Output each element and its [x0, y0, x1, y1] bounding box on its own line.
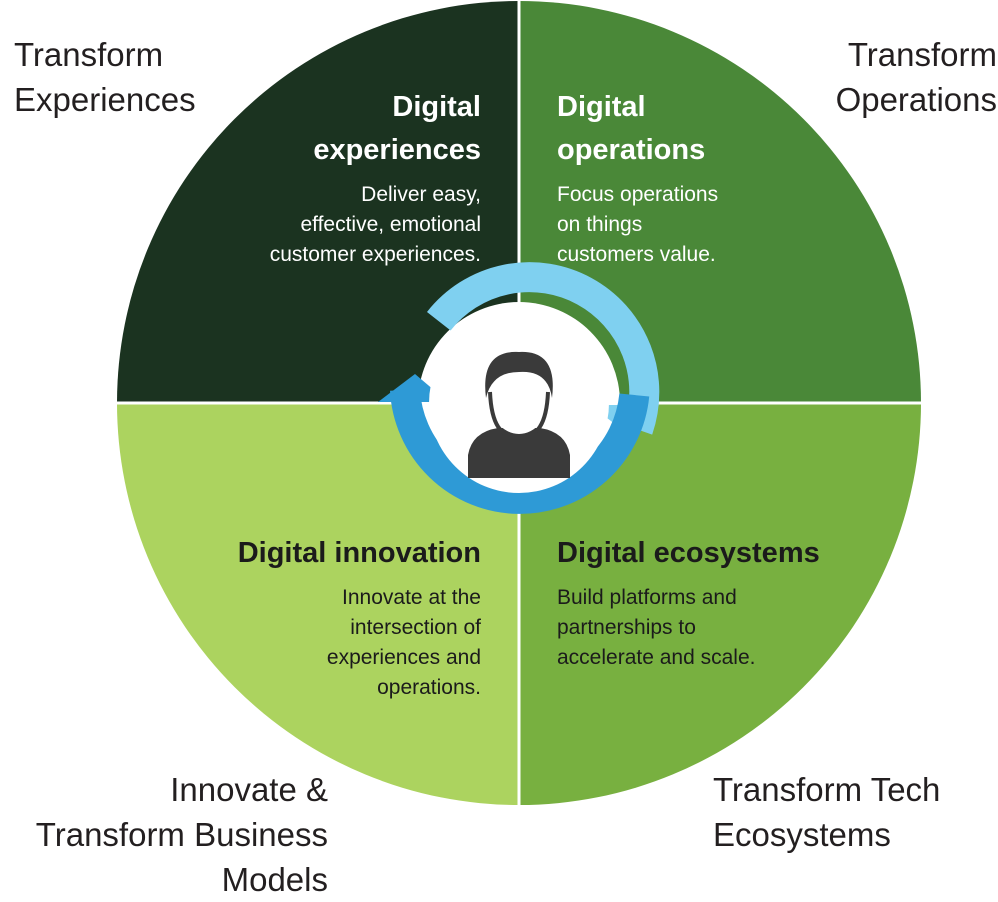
quadrant-description: Deliver easy, effective, emotional custo… — [269, 183, 481, 266]
quadrant-ecosystems-shape — [519, 403, 921, 805]
quadrant-title: Digital operations — [557, 91, 706, 166]
corner-label-transform-tech-ecosystems: Transform Tech Ecosystems — [713, 771, 941, 853]
corner-label-innovate-transform-business-models: Innovate & Transform Business Models — [35, 771, 328, 898]
quadrant-experiences-shape — [117, 1, 519, 403]
corner-label-transform-operations: Transform Operations — [835, 36, 997, 118]
quadrant-description: Innovate at the intersection of experien… — [326, 586, 481, 699]
quadrant-digital-ecosystems: Digital ecosystems Build platforms and p… — [557, 532, 820, 673]
quadrant-title: Digital experiences — [313, 91, 481, 166]
quadrant-description: Build platforms and partnerships to acce… — [557, 586, 756, 669]
cycle-arrow-light — [427, 262, 660, 435]
person-icon — [468, 351, 570, 478]
quadrant-description: Focus operations on things customers val… — [557, 183, 719, 266]
corner-label-transform-experiences: Transform Experiences — [14, 36, 196, 118]
quadrant-title: Digital ecosystems — [557, 537, 820, 569]
cycle-arrow-dark — [390, 388, 650, 514]
quadrant-title: Digital innovation — [237, 537, 481, 569]
quadrant-digital-experiences: Digital experiences Deliver easy, effect… — [270, 86, 481, 270]
quadrant-digital-operations: Digital operations Focus operations on t… — [557, 86, 718, 270]
quadrant-digital-innovation: Digital innovation Innovate at the inter… — [238, 532, 481, 703]
quadrant-innovation-shape — [117, 403, 519, 805]
